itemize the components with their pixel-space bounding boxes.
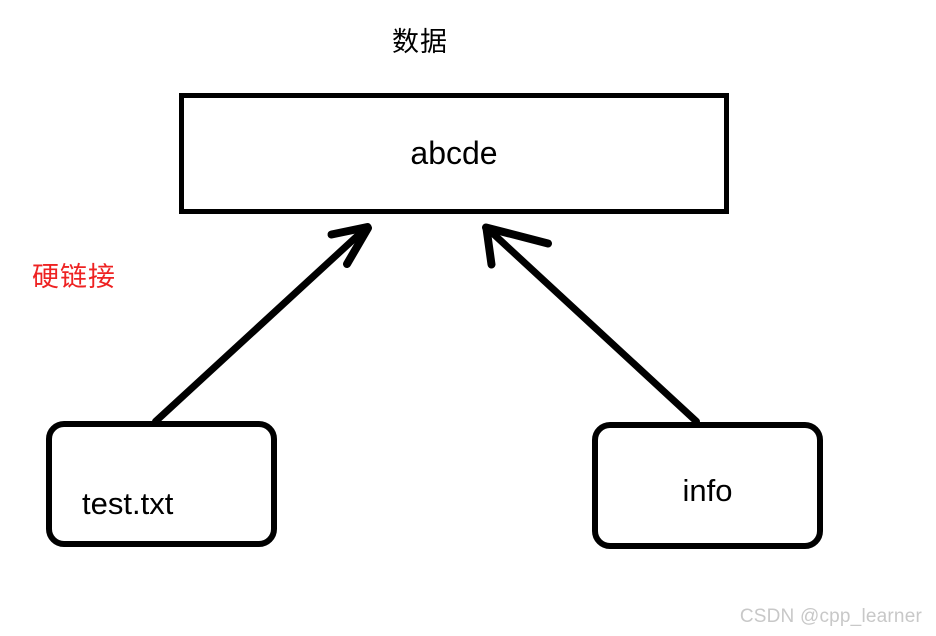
- arrow-info-to-data: [482, 223, 700, 425]
- data-box: abcde: [179, 93, 729, 214]
- diagram-title: 数据: [392, 27, 448, 57]
- node-test-txt-label: test.txt: [82, 486, 174, 521]
- node-test-txt[interactable]: test.txt: [46, 421, 277, 547]
- data-box-label: abcde: [410, 134, 498, 171]
- arrow-test-txt-to-data: [152, 223, 372, 425]
- watermark: CSDN @cpp_learner: [739, 606, 922, 627]
- hard-link-annotation: 硬链接: [32, 262, 116, 292]
- node-info-label: info: [682, 473, 733, 508]
- node-info[interactable]: info: [592, 422, 823, 549]
